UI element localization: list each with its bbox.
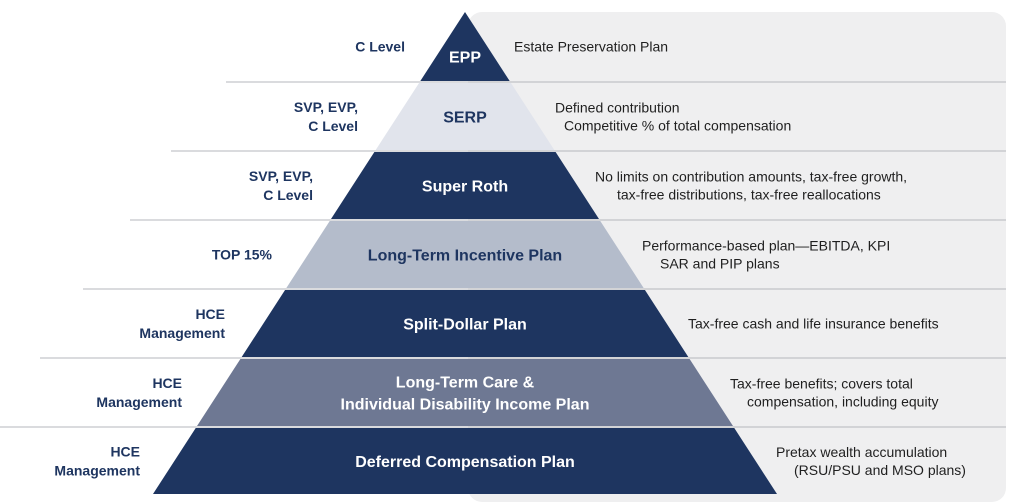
audience-label: HCE — [152, 375, 182, 391]
description-text: Tax-free cash and life insurance benefit… — [688, 316, 939, 332]
description-text: Defined contribution — [555, 100, 680, 116]
description-text: (RSU/PSU and MSO plans) — [794, 462, 966, 478]
audience-label: Management — [54, 463, 140, 479]
audience-label: SVP, EVP, — [294, 99, 358, 115]
audience-label: HCE — [195, 306, 225, 322]
tier-5-shape — [197, 359, 733, 426]
audience-label: C Level — [355, 39, 405, 55]
audience-label: C Level — [263, 187, 313, 203]
tier-3-shape — [286, 221, 644, 288]
tier-2-shape — [331, 152, 599, 219]
audience-label: Management — [139, 325, 225, 341]
description-text: tax-free distributions, tax-free realloc… — [617, 187, 881, 203]
description-text: Tax-free benefits; covers total — [730, 376, 913, 392]
description-text: SAR and PIP plans — [660, 256, 780, 272]
description-text: No limits on contribution amounts, tax-f… — [595, 169, 907, 185]
tier-label: Long-Term Care & — [396, 375, 535, 392]
separator-lines — [0, 81, 1006, 428]
tier-label: Individual Disability Income Plan — [341, 397, 590, 414]
description-text: Pretax wealth accumulation — [776, 444, 947, 460]
tier-0-shape — [420, 12, 510, 81]
description-text: Estate Preservation Plan — [514, 39, 668, 55]
audience-label: SVP, EVP, — [249, 168, 313, 184]
tier-label: Deferred Compensation Plan — [355, 454, 575, 471]
audience-label: Management — [96, 394, 182, 410]
tier-label: Split-Dollar Plan — [403, 317, 527, 334]
audience-label: C Level — [308, 118, 358, 134]
tier-label: SERP — [443, 110, 487, 127]
tier-label: Super Roth — [422, 179, 508, 196]
audience-label: TOP 15% — [212, 247, 273, 263]
tier-1-shape — [375, 83, 555, 150]
description-text: compensation, including equity — [747, 394, 938, 410]
description-text: Competitive % of total compensation — [564, 118, 791, 134]
audience-label: HCE — [110, 444, 140, 460]
tier-label: Long-Term Incentive Plan — [368, 248, 562, 265]
tier-label: EPP — [449, 50, 481, 67]
description-text: Performance-based plan—EBITDA, KPI — [642, 238, 890, 254]
tier-4-shape — [241, 290, 689, 357]
tier-6-shape — [153, 428, 777, 494]
